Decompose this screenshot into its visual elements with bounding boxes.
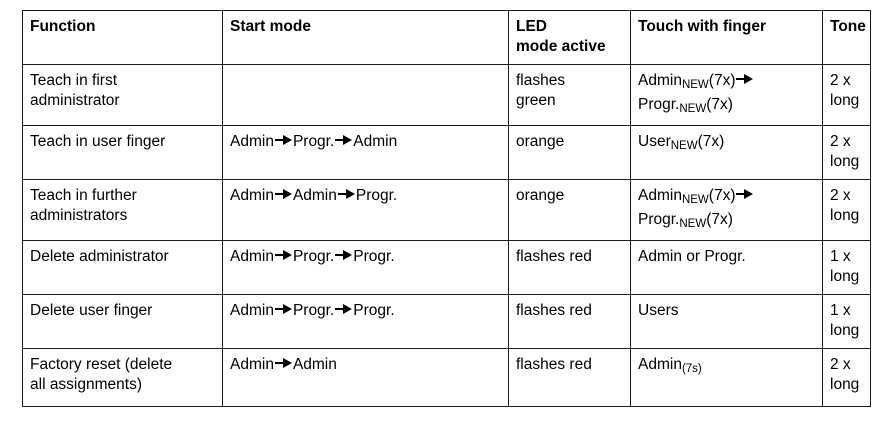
cell-led-mode-active: flashes red [508,240,631,295]
touch-repeat-count: (7x) [708,72,736,89]
right-arrow-icon [274,135,292,145]
table-header: Function Start mode LED mode active Touc… [22,10,871,65]
cell-start-mode: Admin Admin [222,348,509,407]
right-arrow-icon [274,304,292,314]
right-arrow-icon [335,135,353,145]
touch-base-label: Admin [638,356,682,373]
cell-start-mode: Admin Progr. Admin [222,125,509,180]
cell-led-mode-active: orange [508,179,631,241]
start-mode-step: Admin [292,187,337,204]
touch-base-label: Admin [638,187,682,204]
touch-repeat-count: (7x) [697,133,725,150]
right-arrow-icon [335,250,353,260]
cell-led-mode-active: flashes green [508,64,631,126]
column-header-start-mode: Start mode [222,10,509,65]
right-arrow-icon [274,189,292,199]
touch-base-label: Progr. [638,211,680,228]
table-row: Delete user finger Admin Progr. Progr. flash… [22,294,871,349]
touch-sequence-line: UserNEW(7x) [638,132,822,156]
touch-subscript: NEW [679,218,707,230]
column-header-function: Function [22,10,223,65]
table-row: Teach in user finger Admin Progr. Admin oran… [22,125,871,180]
right-arrow-icon [337,189,355,199]
cell-tone: 2 x long [822,179,871,241]
cell-touch-with-finger: Admin or Progr. [630,240,823,295]
touch-subscript: NEW [681,79,709,91]
touch-subscript: (7s) [681,363,702,375]
touch-sequence-line: Users [638,301,822,321]
start-mode-step: Progr. [292,248,335,265]
start-mode-step: Admin [230,356,274,373]
cell-tone: 1 x long [822,294,871,349]
cell-touch-with-finger: Admin(7s) [630,348,823,407]
touch-subscript: NEW [679,103,707,115]
cell-touch-with-finger: UserNEW(7x) [630,125,823,180]
start-mode-step: Progr. [292,133,335,150]
start-mode-step: Progr. [353,248,395,265]
touch-repeat-count: (7x) [706,211,733,228]
touch-base-label: Admin or Progr. [638,248,746,265]
cell-tone: 2 x long [822,348,871,407]
touch-sequence-line: Progr.NEW(7x) [638,210,822,234]
table-row: Factory reset (delete all assignments)Ad… [22,348,871,407]
start-mode-step: Progr. [353,302,395,319]
start-mode-step: Admin [292,356,337,373]
cell-function: Delete administrator [22,240,223,295]
start-mode-step: Progr. [292,302,335,319]
touch-repeat-count: (7x) [708,187,736,204]
touch-subscript: NEW [670,140,698,152]
start-mode-step: Admin [230,187,274,204]
touch-base-label: User [638,133,671,150]
cell-touch-with-finger: Users [630,294,823,349]
touch-sequence-line: AdminNEW(7x) [638,186,822,210]
cell-tone: 1 x long [822,240,871,295]
cell-start-mode: Admin Admin Progr. [222,179,509,241]
cell-function: Teach in first administrator [22,64,223,126]
cell-led-mode-active: flashes red [508,348,631,407]
start-mode-step: Admin [230,133,274,150]
cell-start-mode: Admin Progr. Progr. [222,240,509,295]
cell-function: Teach in further administrators [22,179,223,241]
header-row: Function Start mode LED mode active Touc… [22,10,871,65]
start-mode-step: Progr. [355,187,398,204]
cell-start-mode [222,64,509,126]
column-header-led-mode-active: LED mode active [508,10,631,65]
cell-led-mode-active: flashes red [508,294,631,349]
touch-sequence-line: Admin or Progr. [638,247,822,267]
cell-led-mode-active: orange [508,125,631,180]
right-arrow-icon [335,304,353,314]
right-arrow-icon [736,74,754,84]
cell-touch-with-finger: AdminNEW(7x)Progr.NEW(7x) [630,179,823,241]
touch-sequence-line: Admin(7s) [638,355,822,379]
touch-sequence-line: Progr.NEW(7x) [638,95,822,119]
touch-base-label: Admin [638,72,682,89]
touch-subscript: NEW [681,194,709,206]
table-row: Delete administrator Admin Progr. Progr. fla… [22,240,871,295]
cell-start-mode: Admin Progr. Progr. [222,294,509,349]
table-row: Teach in first administrator flashes gree… [22,64,871,126]
right-arrow-icon [736,189,754,199]
right-arrow-icon [274,250,292,260]
function-spec-table: Function Start mode LED mode active Touc… [22,10,871,407]
touch-base-label: Progr. [638,96,680,113]
column-header-tone: Tone [822,10,871,65]
column-header-touch-with-finger: Touch with finger [630,10,823,65]
right-arrow-icon [274,358,292,368]
cell-tone: 2 x long [822,125,871,180]
start-mode-step: Admin [230,302,274,319]
cell-function: Delete user finger [22,294,223,349]
touch-base-label: Users [638,302,679,319]
table-body: Teach in first administrator flashes gree… [22,64,871,407]
cell-touch-with-finger: AdminNEW(7x)Progr.NEW(7x) [630,64,823,126]
cell-function: Factory reset (delete all assignments) [22,348,223,407]
start-mode-step: Admin [230,248,274,265]
cell-function: Teach in user finger [22,125,223,180]
spec-table-container: Function Start mode LED mode active Touc… [22,10,871,407]
start-mode-step: Admin [353,133,398,150]
touch-sequence-line: AdminNEW(7x) [638,71,822,95]
cell-tone: 2 x long [822,64,871,126]
touch-repeat-count: (7x) [706,96,733,113]
